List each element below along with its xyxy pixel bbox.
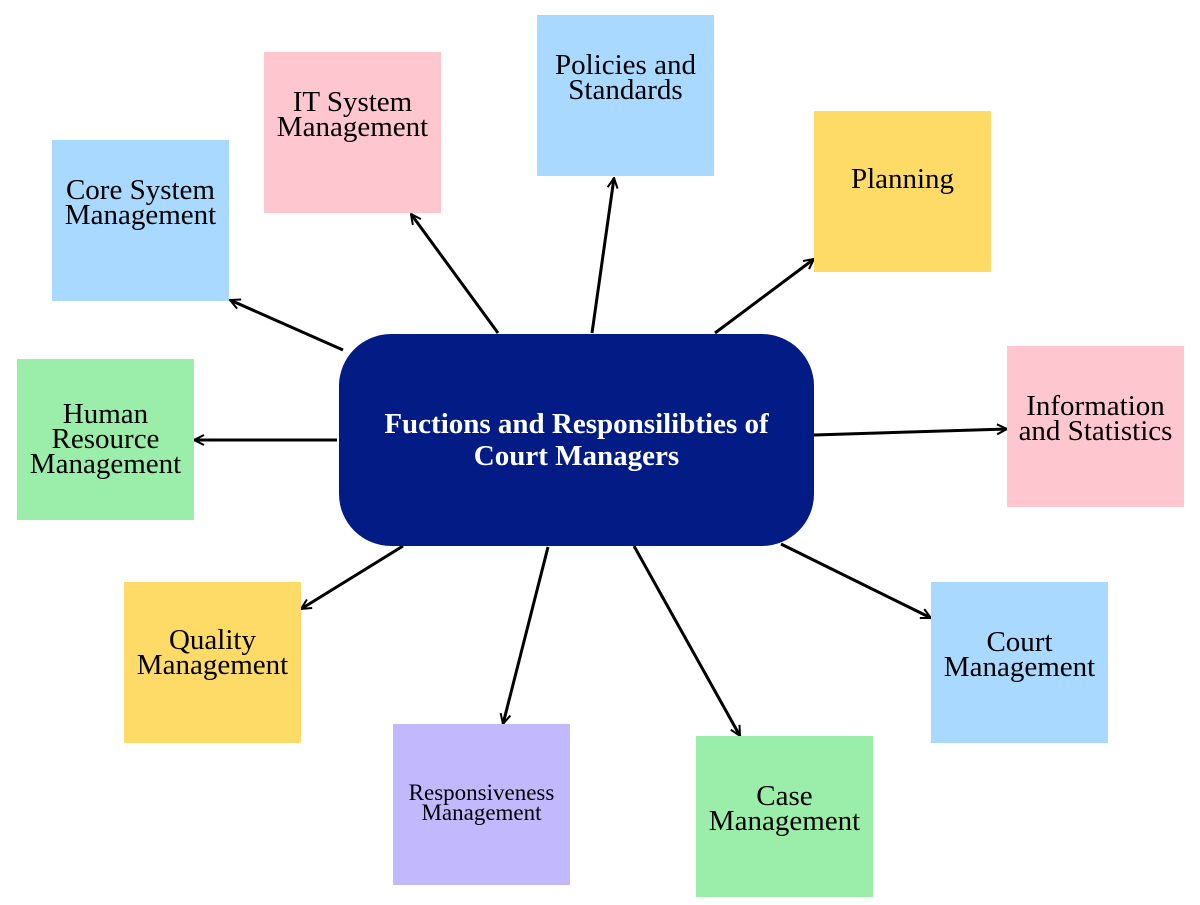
node-label-information-and-statistics: Information and Statistics: [1018, 389, 1173, 447]
node-information-and-statistics: Information and Statistics: [1007, 346, 1184, 507]
arrow-to-it-system: [411, 214, 500, 334]
arrow-to-case: [632, 545, 742, 736]
node-planning: Planning: [814, 111, 991, 272]
arrow-to-policies: [590, 178, 614, 334]
node-policies-and-standards: Policies and Standards: [537, 15, 714, 176]
node-label-case-management: Case Management: [708, 779, 861, 837]
node-label-court-management: Court Management: [943, 625, 1096, 683]
node-case-management: Case Management: [696, 736, 873, 897]
arrow-to-planning: [714, 259, 814, 335]
central-node: Fuctions and Responsilibties of Court Ma…: [339, 334, 814, 546]
node-quality-management: Quality Management: [124, 582, 301, 743]
node-label-policies-and-standards: Policies and Standards: [555, 48, 696, 106]
node-responsiveness-management: Responsiveness Management: [393, 724, 570, 885]
node-label-it-system-management: IT System Management: [276, 85, 429, 143]
node-label-planning: Planning: [850, 163, 955, 195]
central-node-label: Fuctions and Responsilibties of Court Ma…: [384, 408, 769, 472]
node-human-resource-management: Human Resource Management: [17, 359, 194, 520]
node-core-system-management: Core System Management: [52, 140, 229, 301]
arrow-to-information: [813, 429, 1007, 437]
node-label-responsiveness-management: Responsiveness Management: [408, 779, 555, 825]
node-court-management: Court Management: [931, 582, 1108, 743]
node-label-human-resource-management: Human Resource Management: [29, 398, 182, 480]
node-label-core-system-management: Core System Management: [64, 173, 217, 231]
node-it-system-management: IT System Management: [264, 52, 441, 213]
arrow-to-core-system: [230, 300, 344, 352]
arrow-to-responsiveness: [503, 546, 550, 724]
arrow-to-court: [780, 542, 931, 620]
arrow-to-quality: [301, 544, 404, 611]
node-label-quality-management: Quality Management: [136, 623, 289, 681]
